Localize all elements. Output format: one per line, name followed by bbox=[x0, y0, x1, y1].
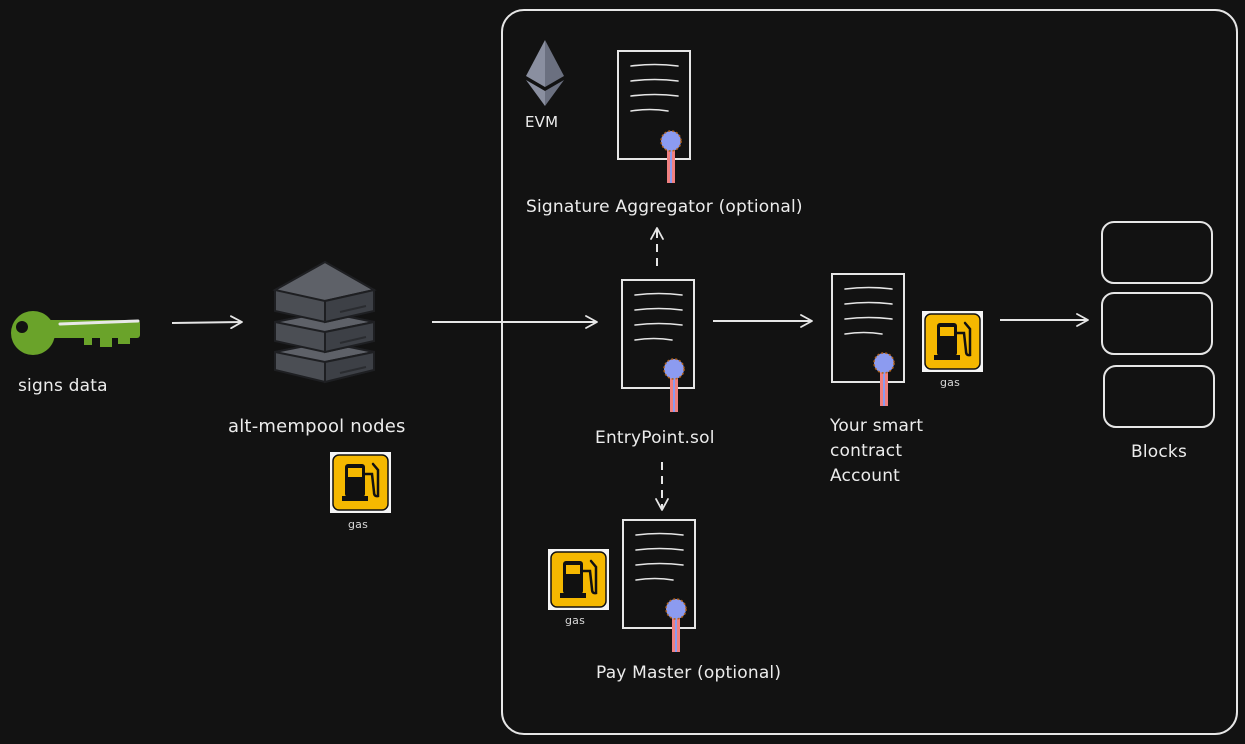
gas-label-account: gas bbox=[940, 376, 961, 389]
aggregator-document-icon bbox=[617, 50, 691, 183]
arrow-key-to-nodes bbox=[171, 315, 243, 330]
nodes-label: alt-mempool nodes bbox=[228, 416, 406, 437]
ethereum-icon bbox=[526, 40, 564, 106]
signs-data-label: signs data bbox=[18, 376, 108, 396]
key-icon bbox=[11, 311, 140, 355]
blocks-label: Blocks bbox=[1131, 442, 1188, 462]
gas-pump-icon bbox=[330, 452, 391, 513]
account-label: Your smart contract Account bbox=[830, 416, 924, 486]
block-icon bbox=[1103, 365, 1215, 428]
server-stack-icon bbox=[272, 260, 377, 384]
entrypoint-label: EntryPoint.sol bbox=[595, 428, 715, 448]
gas-pump-icon bbox=[548, 549, 609, 610]
evm-label: EVM bbox=[525, 113, 559, 131]
gas-pump-icon bbox=[922, 311, 983, 372]
gas-label-paymaster: gas bbox=[565, 614, 586, 627]
paymaster-label: Pay Master (optional) bbox=[596, 663, 782, 683]
entrypoint-document-icon bbox=[621, 279, 695, 412]
evm-container bbox=[501, 9, 1238, 735]
paymaster-document-icon bbox=[622, 519, 696, 652]
block-icon bbox=[1101, 292, 1213, 355]
gas-label-nodes: gas bbox=[348, 518, 369, 531]
block-icon bbox=[1101, 221, 1213, 284]
account-document-icon bbox=[831, 273, 905, 406]
aggregator-label: Signature Aggregator (optional) bbox=[526, 197, 803, 217]
